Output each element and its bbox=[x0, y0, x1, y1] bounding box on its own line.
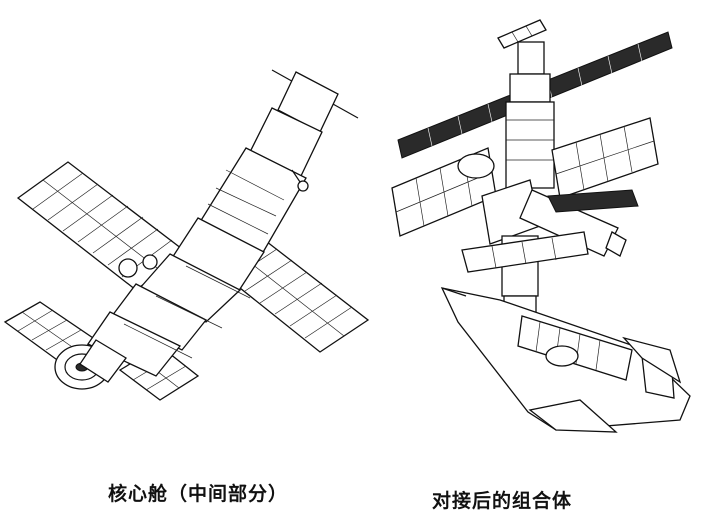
caption-core-module: 核心舱（中间部分） bbox=[108, 483, 289, 505]
solar-panel-left bbox=[391, 147, 497, 237]
solar-panel-right bbox=[551, 117, 659, 199]
docking-dish bbox=[54, 339, 127, 390]
core-module-drawing bbox=[3, 69, 370, 401]
docked-assembly-illustration bbox=[380, 0, 709, 450]
space-shuttle bbox=[440, 287, 691, 433]
docked-assembly-drawing bbox=[391, 19, 691, 433]
station-body bbox=[87, 71, 339, 377]
top-module bbox=[497, 19, 555, 189]
caption-docked-assembly: 对接后的组合体 bbox=[432, 490, 573, 512]
core-module-illustration bbox=[0, 40, 370, 440]
